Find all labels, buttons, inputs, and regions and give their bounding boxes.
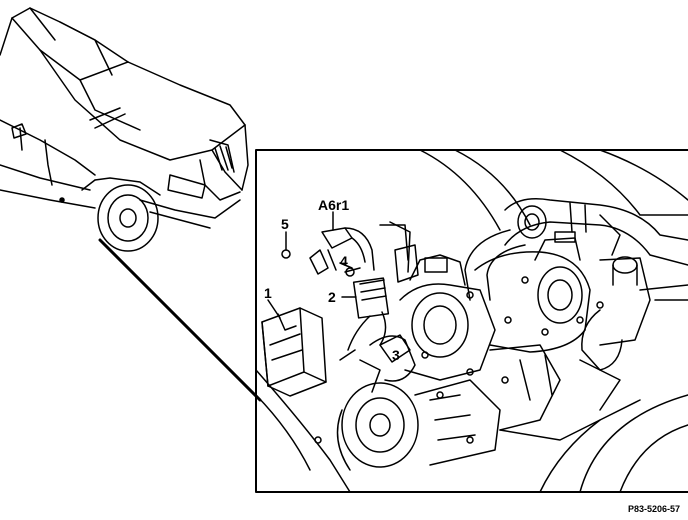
car-illustration: [0, 7, 249, 252]
leader-line: [98, 238, 262, 402]
callout-a6r1: A6r1: [318, 197, 349, 213]
callout-2: 2: [328, 289, 336, 305]
part-5-bolt: [281, 231, 291, 259]
engine-compartment: [255, 149, 688, 493]
figure-reference: P83-5206-57: [628, 504, 680, 514]
part-1-module: [261, 299, 327, 397]
callout-4: 4: [340, 253, 348, 269]
part-2-connector: [341, 277, 390, 351]
part-3-component: [379, 334, 411, 363]
a6r1-heater-element: [309, 211, 411, 275]
detail-frame: [255, 149, 688, 493]
part-4-screw: [339, 262, 361, 277]
callout-3: 3: [392, 347, 400, 363]
callout-1: 1: [264, 285, 272, 301]
callout-5: 5: [281, 216, 289, 232]
